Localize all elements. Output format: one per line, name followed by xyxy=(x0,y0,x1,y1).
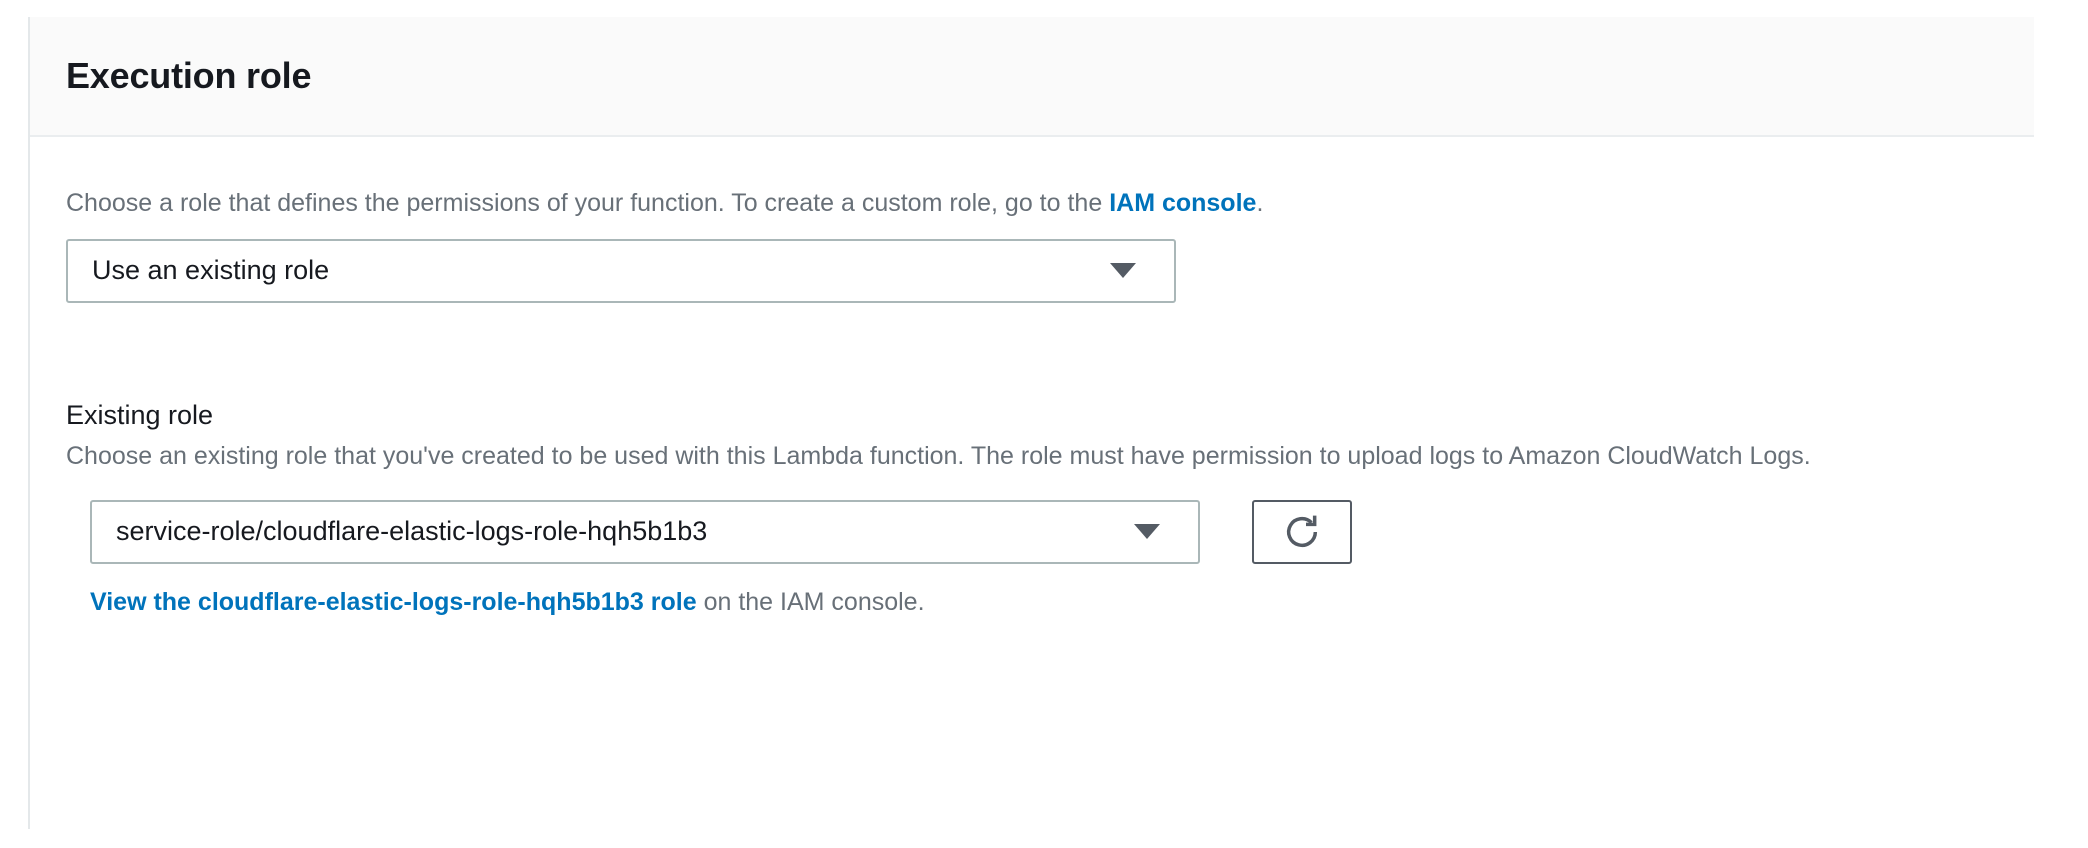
role-type-description: Choose a role that defines the permissio… xyxy=(66,187,1998,221)
existing-role-select[interactable]: service-role/cloudflare-elastic-logs-rol… xyxy=(90,499,1200,564)
existing-role-description: Choose an existing role that you've crea… xyxy=(66,442,1811,471)
view-role-link-suffix: on the IAM console. xyxy=(696,587,925,616)
execution-role-panel: Execution role Choose a role that define… xyxy=(28,17,2034,829)
iam-console-link[interactable]: IAM console xyxy=(1109,189,1257,217)
chevron-down-icon xyxy=(1110,263,1136,279)
role-type-select[interactable]: Use an existing role xyxy=(66,238,1176,303)
existing-role-select-value: service-role/cloudflare-elastic-logs-rol… xyxy=(116,516,708,547)
chevron-down-icon xyxy=(1134,524,1160,540)
role-type-description-text-before: Choose a role that defines the permissio… xyxy=(66,189,1110,217)
page-title: Execution role xyxy=(66,55,312,97)
refresh-icon xyxy=(1286,515,1318,547)
role-type-description-text-after: . xyxy=(1256,189,1264,217)
role-type-select-value: Use an existing role xyxy=(92,255,330,286)
view-role-link-row: View the cloudflare-elastic-logs-role-hq… xyxy=(90,586,1998,620)
clipped-text-above-panel xyxy=(440,0,1340,6)
refresh-roles-button[interactable] xyxy=(1252,499,1352,564)
panel-body: Choose a role that defines the permissio… xyxy=(30,187,2034,619)
view-role-link[interactable]: View the cloudflare-elastic-logs-role-hq… xyxy=(90,587,697,616)
existing-role-label: Existing role xyxy=(66,399,214,430)
panel-header: Execution role xyxy=(30,17,2034,137)
existing-role-control-row: service-role/cloudflare-elastic-logs-rol… xyxy=(66,499,1998,564)
